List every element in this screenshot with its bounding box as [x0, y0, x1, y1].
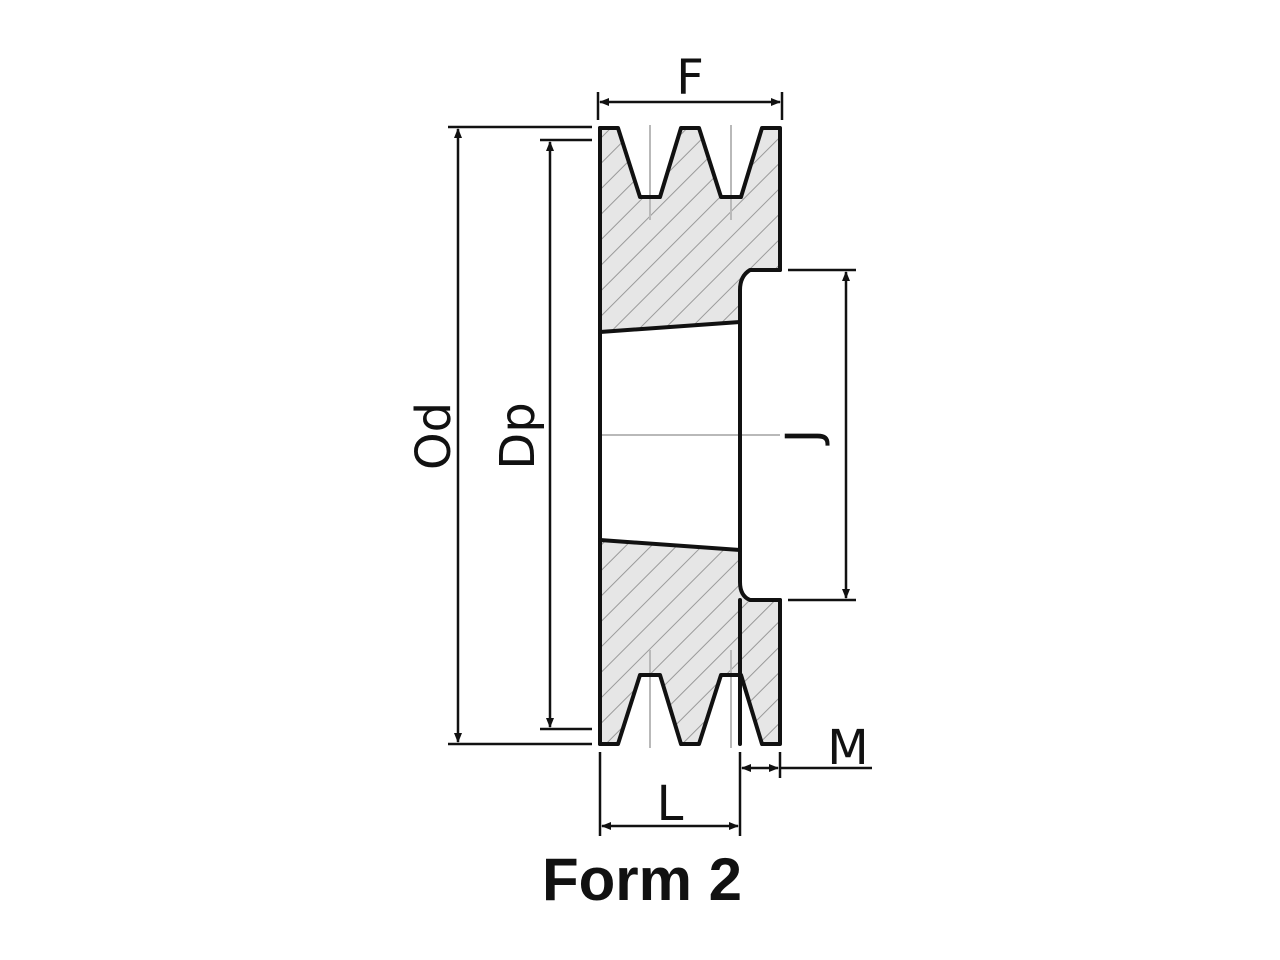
- label-m: M: [827, 720, 868, 776]
- label-f: F: [676, 50, 704, 106]
- upper-section-hatch: [600, 128, 780, 332]
- pulley-outline: [598, 126, 782, 746]
- label-od: Od: [406, 402, 462, 470]
- dimension-od: Od: [406, 125, 592, 746]
- label-j: J: [776, 429, 832, 446]
- dimension-l: L: [598, 752, 742, 836]
- center-lines: [600, 125, 780, 748]
- label-dp: Dp: [490, 402, 546, 469]
- dimension-j: J: [776, 268, 856, 602]
- form-title: Form 2: [542, 846, 742, 913]
- label-l: L: [657, 776, 684, 832]
- dimension-f: F: [596, 50, 784, 120]
- dimension-m: M: [741, 720, 872, 778]
- lower-section-hatch: [600, 540, 780, 744]
- dimension-dp: Dp: [490, 138, 592, 731]
